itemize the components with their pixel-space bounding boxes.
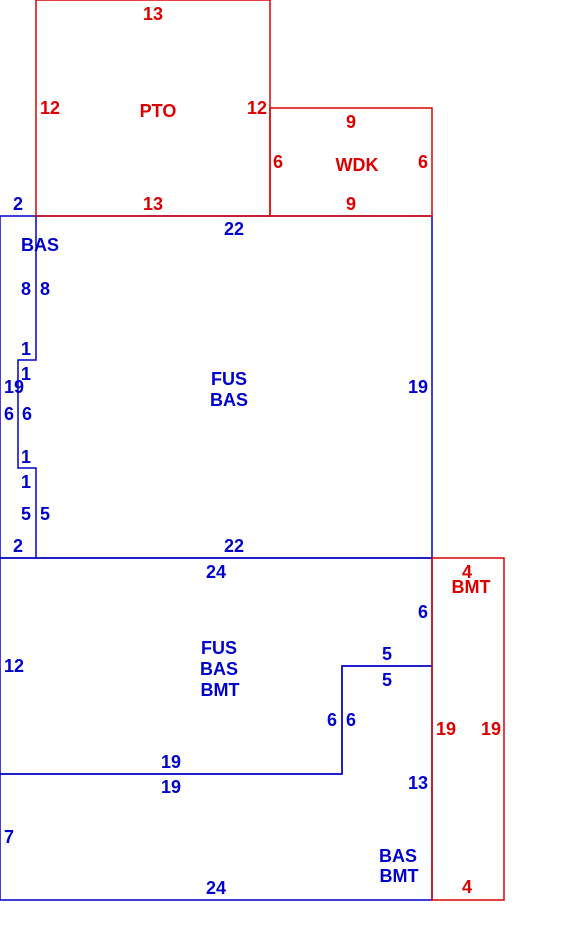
upper-dim-bottom: 22 (224, 536, 244, 556)
wdk-dim-left: 6 (273, 152, 283, 172)
basement-dim-left: 7 (4, 827, 14, 847)
lower-dim-mid-bottom: 19 (161, 777, 181, 797)
lower-dim-left: 12 (4, 656, 24, 676)
lower-dim-top: 24 (206, 562, 226, 582)
pto-dim-bottom: 13 (143, 194, 163, 214)
upper-step-b-bottom: 1 (21, 364, 31, 384)
bmt-strip-dim-right: 19 (481, 719, 501, 739)
lower-line3: BMT (201, 680, 240, 700)
upper-dim-top: 22 (224, 219, 244, 239)
wdk-code: WDK (336, 155, 379, 175)
lower-dim-mid-top: 19 (161, 752, 181, 772)
upper-step-b-top: 1 (21, 339, 31, 359)
wdk-dim-right: 6 (418, 152, 428, 172)
upper-step-a-inner: 8 (40, 279, 50, 299)
basement-line1: BAS (379, 846, 417, 866)
pto-dim-top: 13 (143, 4, 163, 24)
basement-line2: BMT (380, 866, 419, 886)
upper-left-strip-outline (0, 215, 36, 559)
pto-dim-left: 12 (40, 98, 60, 118)
wdk-dim-top: 9 (346, 112, 356, 132)
wdk-outline (269, 107, 433, 217)
upper-dim-bottom-left: 2 (13, 536, 23, 556)
upper-line1: FUS (211, 369, 247, 389)
pto-dim-right: 12 (247, 98, 267, 118)
upper-step-d-bottom: 1 (21, 472, 31, 492)
lower-line1: FUS (201, 638, 237, 658)
lower-dim-notch-left-out: 6 (327, 710, 337, 730)
bmt-strip-dim-top: 4 (462, 562, 472, 582)
upper-dim-right: 19 (408, 377, 428, 397)
upper-step-e-inner: 5 (40, 504, 50, 524)
bmt-strip-dim-left: 19 (436, 719, 456, 739)
lower-dim-notch-top: 5 (382, 644, 392, 664)
bmt-strip-dim-bottom: 4 (462, 877, 472, 897)
lower-dim-notch-right: 6 (418, 602, 428, 622)
bmt-strip-outline (431, 557, 505, 901)
upper-tag: BAS (21, 235, 59, 255)
upper-line2: BAS (210, 390, 248, 410)
upper-step-e-outer: 5 (21, 504, 31, 524)
upper-living-outline (17, 215, 433, 559)
upper-dim-top-left: 2 (13, 194, 23, 214)
upper-step-d-top: 1 (21, 447, 31, 467)
basement-outline (0, 665, 433, 901)
upper-step-a-outer: 8 (21, 279, 31, 299)
pto-code: PTO (140, 101, 177, 121)
upper-step-c-inner: 6 (22, 404, 32, 424)
basement-dim-bottom: 24 (206, 878, 226, 898)
bmt-strip-code: BMT (452, 577, 491, 597)
upper-step-c-outer: 6 (4, 404, 14, 424)
wdk-dim-bottom: 9 (346, 194, 356, 214)
lower-dim-notch-bottom: 5 (382, 670, 392, 690)
upper-dim-left: 19 (4, 377, 24, 397)
lower-line2: BAS (200, 659, 238, 679)
lower-dim-notch-left-in: 6 (346, 710, 356, 730)
basement-dim-right: 13 (408, 773, 428, 793)
